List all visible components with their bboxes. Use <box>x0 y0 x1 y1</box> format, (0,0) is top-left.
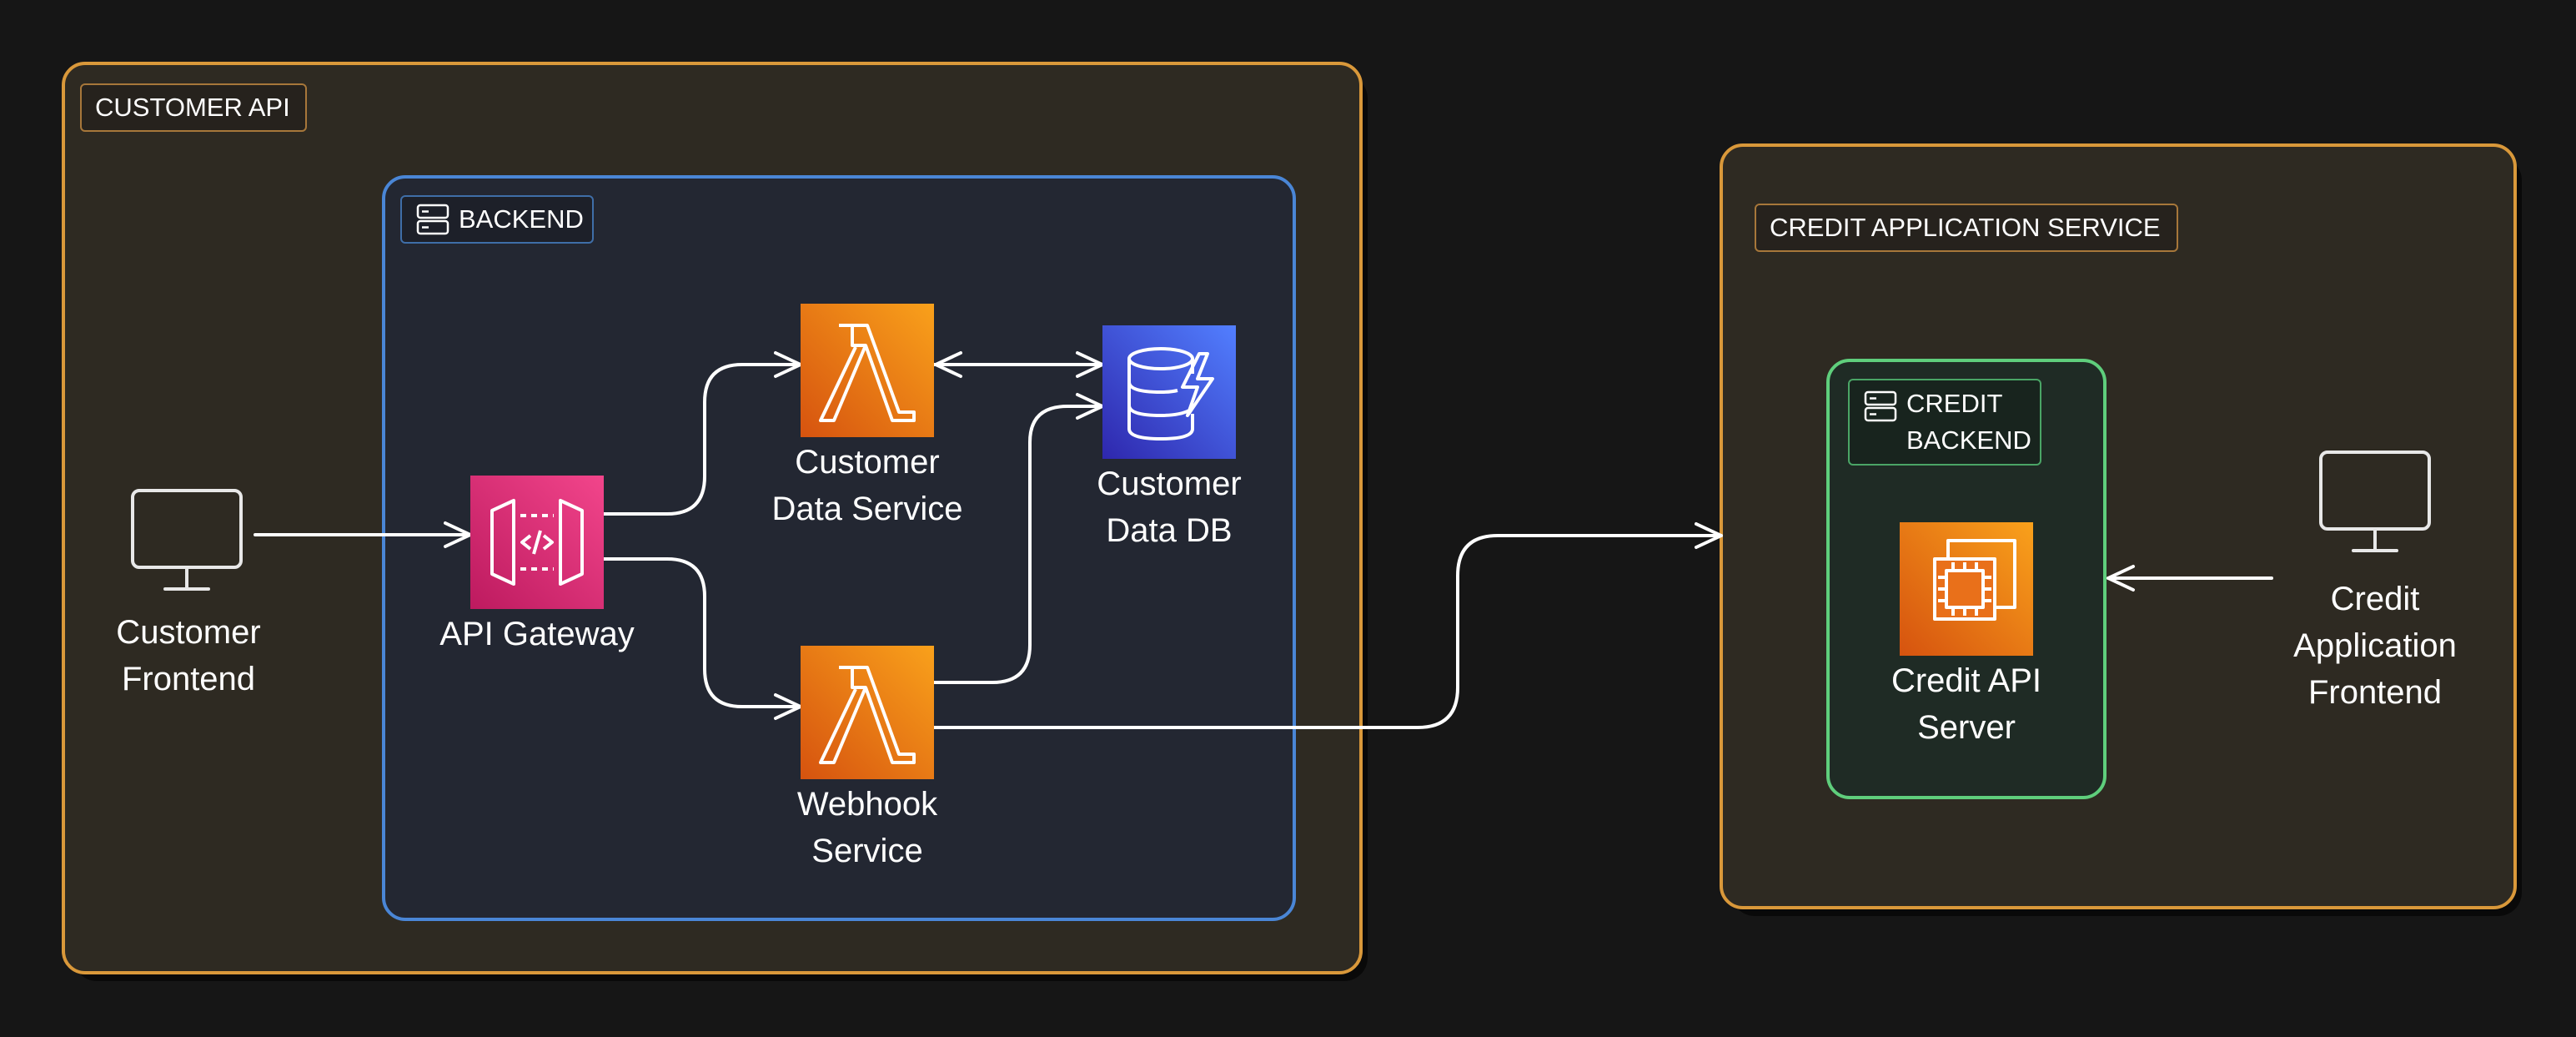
arrow-gateway-to-webhook <box>600 557 802 720</box>
lambda-icon[interactable] <box>801 646 934 779</box>
credit-api-server-label: Credit API Server <box>1891 662 2042 746</box>
api-gateway-icon[interactable] <box>470 476 604 609</box>
credit-application-frontend-label: Credit Application Frontend <box>2293 581 2457 711</box>
customer-data-db-label: Customer Data DB <box>1097 466 1242 549</box>
lambda-icon[interactable] <box>801 304 934 437</box>
backend-tag: BACKEND <box>400 195 594 244</box>
backend-label: BACKEND <box>459 204 584 234</box>
dynamodb-icon[interactable] <box>1102 325 1236 459</box>
credit-application-service-tag: CREDIT APPLICATION SERVICE <box>1755 204 2178 252</box>
monitor-icon <box>131 489 243 591</box>
credit-backend-tag: CREDIT BACKEND <box>1848 379 2041 466</box>
ec2-icon[interactable] <box>1900 522 2033 656</box>
monitor-icon <box>2319 451 2431 552</box>
arrow-webhook-to-db <box>932 393 1104 684</box>
customer-data-service-label: Customer Data Service <box>771 444 963 527</box>
customer-api-label: CUSTOMER API <box>95 93 290 122</box>
server-stack-icon <box>416 204 449 235</box>
api-gateway-label: API Gateway <box>439 616 635 652</box>
customer-frontend-label: Customer Frontend <box>116 614 261 697</box>
webhook-service-label: Webhook Service <box>796 786 938 869</box>
arrow-head-to-data-service <box>934 351 962 378</box>
customer-api-tag: CUSTOMER API <box>80 83 307 132</box>
credit-application-service-label: CREDIT APPLICATION SERVICE <box>1770 213 2161 242</box>
arrow-webhook-to-credit-service <box>932 522 1723 729</box>
credit-backend-label: CREDIT BACKEND <box>1906 389 2031 455</box>
arrow-gateway-to-data-service <box>600 351 802 516</box>
server-stack-icon <box>1864 390 1897 422</box>
